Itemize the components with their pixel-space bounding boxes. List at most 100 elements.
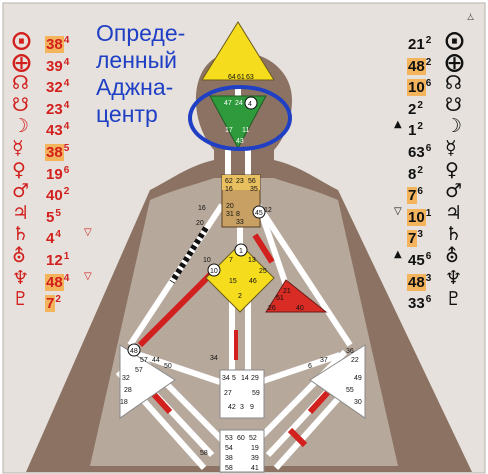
gate-label: 33 [236,219,244,226]
caption-defined-ajna: Опреде- ленный Аджна- центр [96,20,185,128]
moon-icon: ☽ [12,115,30,138]
channel-root-red-2 [307,387,333,415]
gate-label: 4 [248,101,252,108]
line-number: 4 [63,272,70,284]
gate-line-value: 72 [45,289,61,314]
gate-number: 43 [46,122,63,140]
gate-label: 18 [120,399,128,406]
neptune-icon: ♆ [12,266,30,289]
earth-icon: ⨁ [445,50,464,73]
gate-number: 2 [408,100,417,118]
line-number: 2 [417,164,423,176]
gate-number: 45 [408,251,425,269]
gate-label: 10 [210,268,218,275]
gate-label: 27 [224,390,232,397]
caption-line: центр [96,101,158,127]
gate-number: 10 [407,79,426,97]
gate-line-value: 456 [407,246,431,271]
gate-label: 62 [225,178,233,185]
gate-line-value: 394 [45,52,69,77]
gate-label: 37 [320,357,328,364]
channel-root-red-3 [287,427,308,448]
gate-label: 34 [222,375,230,382]
gate-label: 32 [122,375,130,382]
jupiter-icon: ♃ [12,201,30,224]
line-number: 4 [63,121,70,133]
channel-spleen-sacral [139,352,221,385]
mars-icon: ♂ [445,180,463,203]
gate-line-value: 76 [407,181,423,206]
gate-number: 21 [408,36,425,53]
gate-line-value: 484 [45,268,69,293]
gate-label: 44 [152,357,160,364]
gate-label: 28 [124,387,132,394]
caption-line: Опреде- [96,20,186,46]
spleen-center [119,344,176,419]
line-number: 4 [63,78,70,90]
gate-label: 48 [130,348,138,355]
gate-label: 23 [236,178,244,185]
gate-line-value: 101 [407,203,431,228]
neptune-icon: ♆ [445,266,463,289]
line-number: 4 [63,35,70,46]
gate-number: 33 [408,295,425,313]
gate-label: 52 [249,435,257,442]
sacral-center [219,369,265,419]
mercury-icon: ☿ [445,136,457,159]
gate-number: 38 [45,36,64,53]
gate-number: 63 [408,143,425,161]
line-number: 5 [63,142,70,154]
pluto-icon: ♇ [445,288,463,311]
gate-line-value: 44 [45,224,61,249]
sun-icon: ⨀ [445,29,464,51]
gate-label: 26 [268,305,276,312]
gate-label: 31 [226,211,234,218]
line-number: 5 [55,207,61,219]
gate-label: 2 [238,293,242,300]
throat-top-strip [222,175,260,190]
gate-label: 60 [237,435,245,442]
gate-label: 35 [250,186,258,193]
gate-label: 54 [225,445,233,452]
gate-label: 5 [232,375,236,382]
gate-labels: 64 61 63 47 24 4 17 11 43 62 23 56 16 35… [120,74,362,472]
detriment-icon: ▽ [84,227,92,239]
pluto-icon: ♇ [12,288,30,311]
gate-label: 38 [225,455,233,462]
line-number: 6 [417,186,423,198]
gate-label: 9 [250,404,254,411]
gate-number: 23 [46,100,63,118]
gate-label: 43 [236,138,244,145]
line-number: 2 [417,121,423,133]
gate-label: 8 [236,211,240,218]
moon-icon: ☽ [445,115,463,138]
venus-icon: ♀ [445,158,459,181]
gate-number: 5 [46,208,55,226]
line-number: 6 [425,142,432,154]
saturn-icon: ♄ [445,223,463,246]
gate-line-value: 121 [45,246,69,271]
gate-number: 39 [46,57,63,75]
channel-solar-sacral [259,352,341,385]
channel-throat-heart [259,214,289,286]
line-number: 3 [425,272,432,284]
gate-line-value: 324 [45,73,69,98]
gate-line-value: 402 [45,181,69,206]
gate-label: 16 [225,186,233,193]
channel-heart-red [252,233,275,264]
gate-line-value: 434 [45,116,69,141]
gate-number: 7 [407,187,418,205]
detriment-icon: ▽ [394,205,402,217]
gate-label: 29 [251,375,259,382]
jupiter-icon: ♃ [445,201,463,224]
gate-45-circle [252,205,266,219]
gate-line-value: 82 [407,160,423,185]
gate-label: 3 [240,404,244,411]
gate-number: 7 [407,230,418,248]
line-number: 4 [63,99,70,111]
uranus-icon: ⛢ [12,244,26,267]
gate-label: 12 [264,207,272,214]
exalted-icon: ▲ [394,248,402,260]
gate-line-value: 212 [407,30,431,55]
channel-throat-spleen [127,203,225,347]
